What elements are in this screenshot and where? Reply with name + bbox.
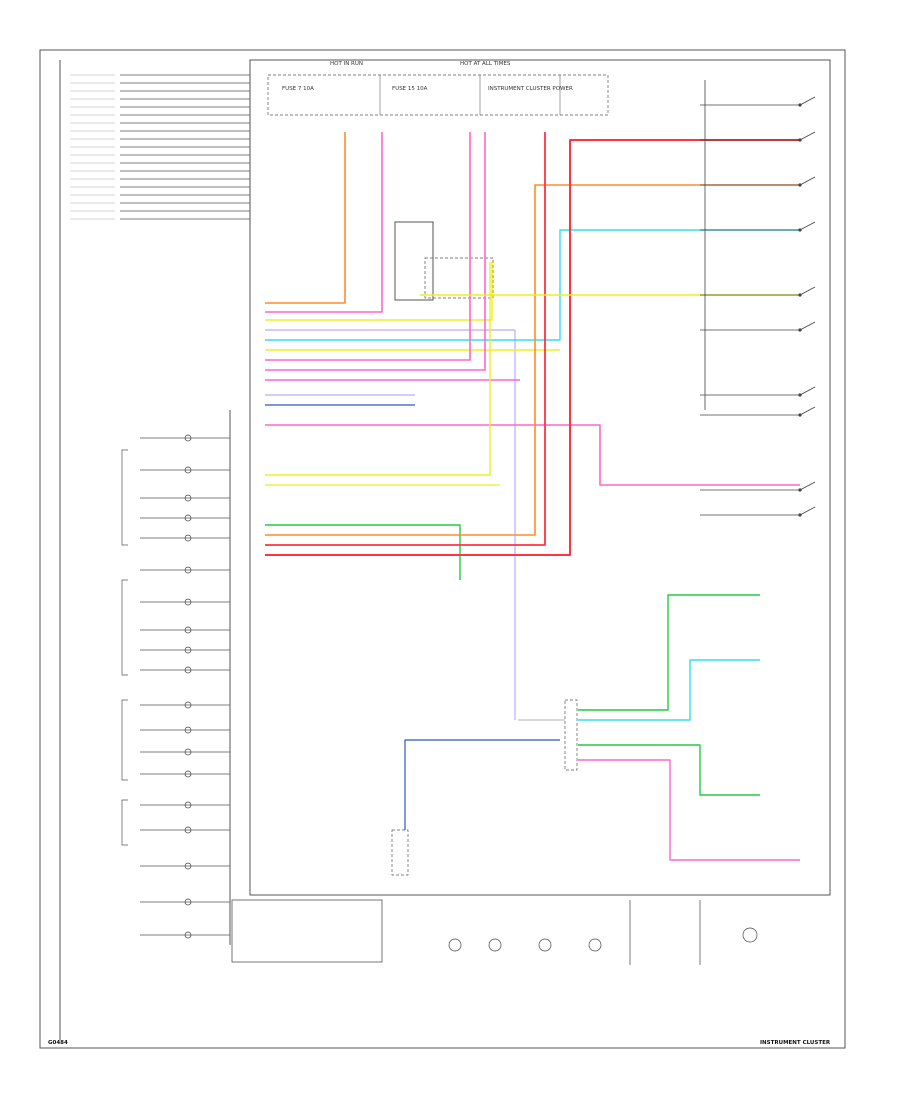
lamp-icon xyxy=(184,826,192,834)
hot-at-all-times-label: HOT AT ALL TIMES xyxy=(460,61,511,67)
coolant-level-switch-icon xyxy=(799,286,816,296)
speaker-icon xyxy=(742,927,758,943)
seatbelt-switch-icon xyxy=(799,406,816,416)
yellow-wire xyxy=(265,262,493,321)
data-link-connector-box xyxy=(564,699,578,771)
relay-box xyxy=(424,257,494,299)
park-brake-terminal xyxy=(798,183,802,187)
restraint-module-box xyxy=(391,829,409,876)
lamp-icon xyxy=(184,666,192,674)
lamp-icon xyxy=(184,748,192,756)
cyan-wire xyxy=(578,659,760,721)
diagram-frame xyxy=(39,49,846,1049)
instrument-cluster-box xyxy=(249,59,831,896)
green-wire xyxy=(578,594,760,711)
lamp-icon xyxy=(184,626,192,634)
lamp-icon xyxy=(184,898,192,906)
ground-switch-icon xyxy=(799,506,816,516)
pink-wire xyxy=(578,759,800,861)
speed-sensor-terminal xyxy=(798,393,802,397)
group-bracket xyxy=(121,579,128,676)
lamp-icon xyxy=(184,801,192,809)
speed-sensor-switch-icon xyxy=(799,386,816,396)
lamp-icon xyxy=(184,862,192,870)
lamp-icon xyxy=(184,514,192,522)
seatbelt-terminal xyxy=(798,413,802,417)
hot-in-run-label: HOT IN RUN xyxy=(330,61,363,67)
footer-title: INSTRUMENT CLUSTER xyxy=(760,1040,831,1046)
lavender-wire xyxy=(265,329,516,720)
lamp-icon xyxy=(184,494,192,502)
pink-wire xyxy=(265,424,800,486)
lamp-icon xyxy=(184,646,192,654)
oil-pressure-terminal xyxy=(798,328,802,332)
pink-wire xyxy=(265,132,471,361)
park-brake-switch-icon xyxy=(799,176,816,186)
footer-code: G0484 xyxy=(48,1040,68,1046)
ignition-switch-icon xyxy=(799,96,816,106)
top-connector-block xyxy=(267,74,609,116)
lamp-icon xyxy=(184,598,192,606)
orange-wire xyxy=(265,184,800,536)
gauge-icon xyxy=(448,938,462,952)
lamp-icon xyxy=(184,566,192,574)
gauge-icon xyxy=(588,938,602,952)
brake-fluid-terminal xyxy=(798,228,802,232)
fuel-level-switch-icon xyxy=(799,131,816,141)
group-bracket xyxy=(121,799,128,846)
lamp-icon xyxy=(184,534,192,542)
yellow-wire xyxy=(265,262,491,476)
lamp-icon xyxy=(184,726,192,734)
ground-terminal xyxy=(798,513,802,517)
fuel-level-terminal xyxy=(798,138,802,142)
red-wire xyxy=(265,139,800,556)
data-link-terminal xyxy=(798,488,802,492)
lamp-icon xyxy=(184,931,192,939)
gauge-icon xyxy=(538,938,552,952)
fuse-a-label: FUSE 7 10A xyxy=(282,86,314,92)
blue-wire xyxy=(404,739,560,830)
indicator-rows xyxy=(121,434,230,939)
pink-wire xyxy=(265,132,486,371)
green-wire xyxy=(578,744,760,796)
red-wire xyxy=(265,132,546,546)
lamp-icon xyxy=(184,701,192,709)
cluster-power-label: INSTRUMENT CLUSTER POWER xyxy=(488,86,573,92)
body-control-module-box xyxy=(394,221,434,301)
data-link-switch-icon xyxy=(799,481,816,491)
fuse-b-label: FUSE 15 10A xyxy=(392,86,428,92)
gauge-driver-box xyxy=(231,899,383,963)
lamp-icon xyxy=(184,434,192,442)
wire-harness xyxy=(265,132,800,861)
left-legend xyxy=(70,74,250,220)
pink-wire xyxy=(265,132,383,313)
brake-fluid-switch-icon xyxy=(799,221,816,231)
cyan-wire xyxy=(265,229,800,341)
gauge-icon xyxy=(488,938,502,952)
oil-pressure-switch-icon xyxy=(799,321,816,331)
bottom-gauges xyxy=(231,899,758,965)
orange-wire xyxy=(265,132,346,304)
green-wire xyxy=(265,524,461,580)
right-switches xyxy=(700,80,816,517)
group-bracket xyxy=(121,699,128,781)
ignition-terminal xyxy=(798,103,802,107)
group-bracket xyxy=(121,449,128,546)
coolant-level-terminal xyxy=(798,293,802,297)
lamp-icon xyxy=(184,466,192,474)
lamp-icon xyxy=(184,770,192,778)
